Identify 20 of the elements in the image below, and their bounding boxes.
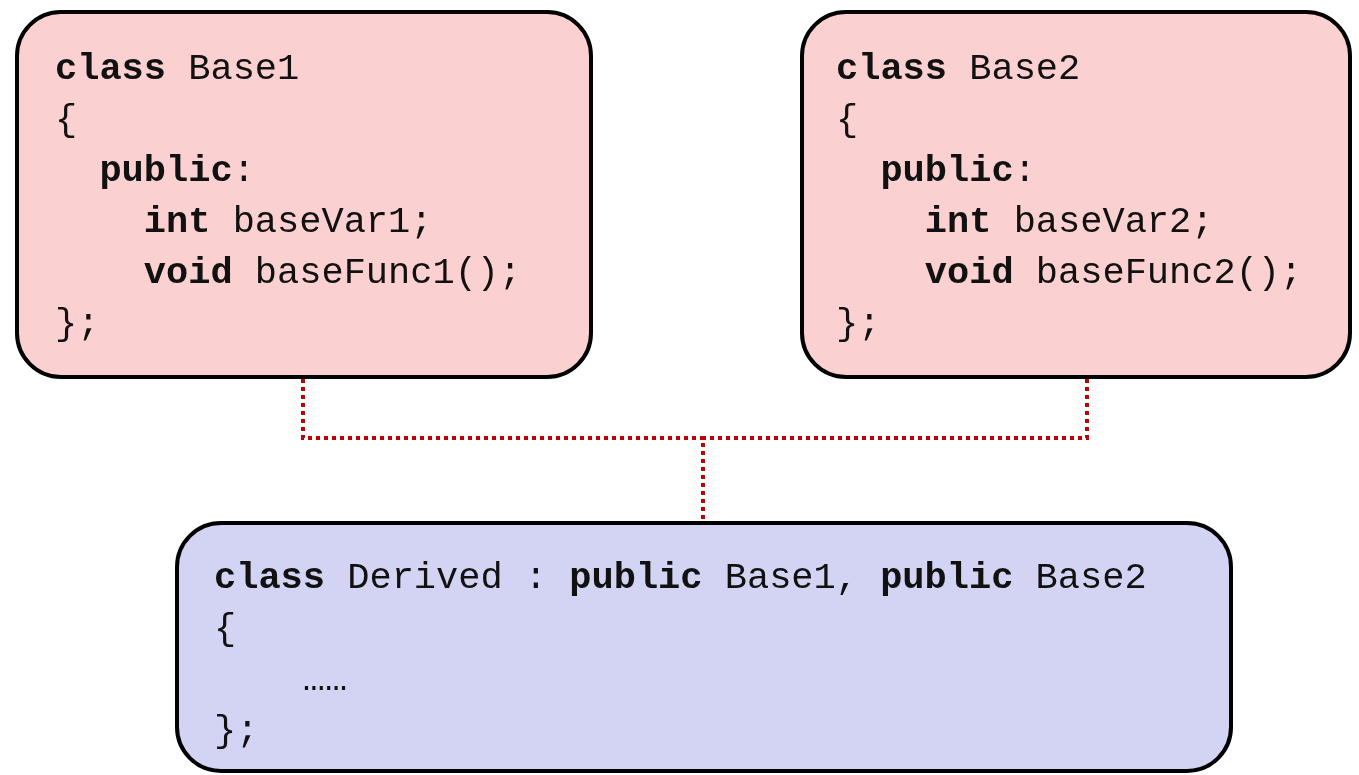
code-line: {	[214, 607, 237, 652]
code-line: class Base1	[55, 47, 300, 92]
class-box	[175, 521, 1233, 773]
code-line: {	[836, 98, 859, 143]
code-line: ……	[301, 658, 348, 703]
code-line: };	[836, 302, 881, 347]
code-line: void baseFunc2();	[923, 251, 1303, 296]
class-box	[15, 10, 593, 379]
code-line: };	[55, 302, 100, 347]
code-line: void baseFunc1();	[142, 251, 522, 296]
class-box	[800, 10, 1352, 379]
code-line: public:	[98, 149, 255, 194]
code-line: };	[214, 709, 259, 754]
code-line: {	[55, 98, 78, 143]
code-line: int baseVar1;	[142, 200, 433, 245]
code-line: public:	[879, 149, 1036, 194]
connector-line	[701, 379, 1089, 521]
code-line: int baseVar2;	[923, 200, 1214, 245]
code-line: class Derived : public Base1, public Base2	[214, 556, 1147, 601]
code-line: class Base2	[836, 47, 1081, 92]
